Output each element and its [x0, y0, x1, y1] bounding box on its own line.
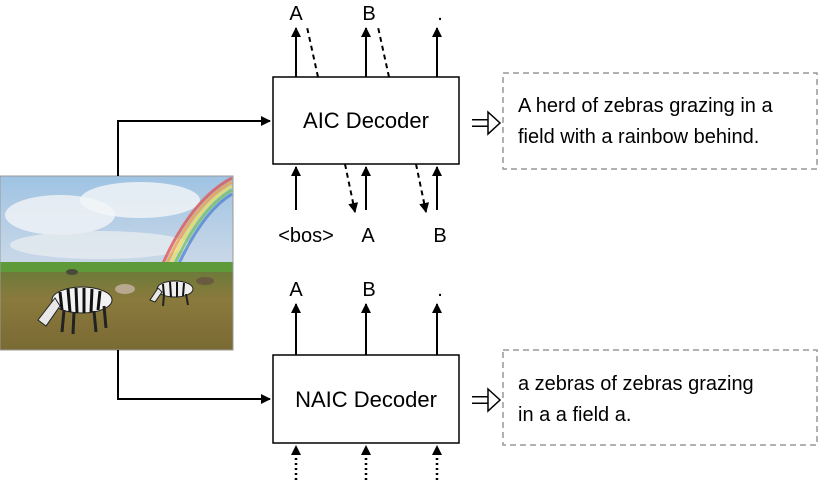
aic-outputs: A B .: [289, 3, 443, 78]
zebra-icon: [37, 286, 113, 335]
naic-caption-line: in a a field a.: [518, 404, 631, 426]
naic-output-token: .: [437, 279, 443, 301]
rainbow: [158, 176, 233, 271]
input-image: [0, 175, 234, 351]
image-to-aic-arrow: [117, 116, 271, 176]
aic-caption-box: [502, 72, 818, 170]
aic-caption-line: field with a rainbow behind.: [518, 126, 759, 148]
naic-decoder-label: NAIC Decoder: [295, 387, 437, 412]
naic-caption-box: [502, 349, 818, 446]
aic-output-token: A: [289, 3, 303, 25]
naic-output-token: B: [362, 279, 375, 301]
feedback-dashed-arrow: [344, 163, 359, 213]
naic-output-token: A: [289, 279, 303, 301]
aic-input-token: A: [361, 225, 375, 247]
aic-decoder-label: AIC Decoder: [303, 108, 429, 133]
aic-input-token: B: [433, 225, 446, 247]
aic-decoder: AIC Decoder: [272, 76, 460, 165]
naic-inputs: [291, 445, 442, 480]
naic-decoder: NAIC Decoder: [272, 354, 460, 444]
naic-caption: a zebras of zebras grazing in a a field …: [502, 349, 818, 446]
aic-caption: A herd of zebras grazing in a field with…: [502, 72, 818, 170]
aic-input-token: <bos>: [278, 225, 334, 247]
aic-decoder-box: [272, 76, 460, 165]
aic-inputs: <bos> A B: [278, 163, 447, 247]
feedback-dashed-arrow: [377, 26, 390, 78]
feedback-dashed-arrow: [306, 26, 319, 78]
aic-output-token: B: [362, 3, 375, 25]
naic-decoder-box: [272, 354, 460, 444]
aic-caption-line: A herd of zebras grazing in a: [518, 95, 773, 117]
aic-output-token: .: [437, 3, 443, 25]
naic-outputs: A B .: [289, 279, 443, 355]
naic-caption-line: a zebras of zebras grazing: [518, 373, 754, 395]
image-to-naic-arrow: [117, 350, 271, 404]
zebra-icon: [149, 280, 194, 307]
feedback-dashed-arrow: [415, 163, 430, 213]
